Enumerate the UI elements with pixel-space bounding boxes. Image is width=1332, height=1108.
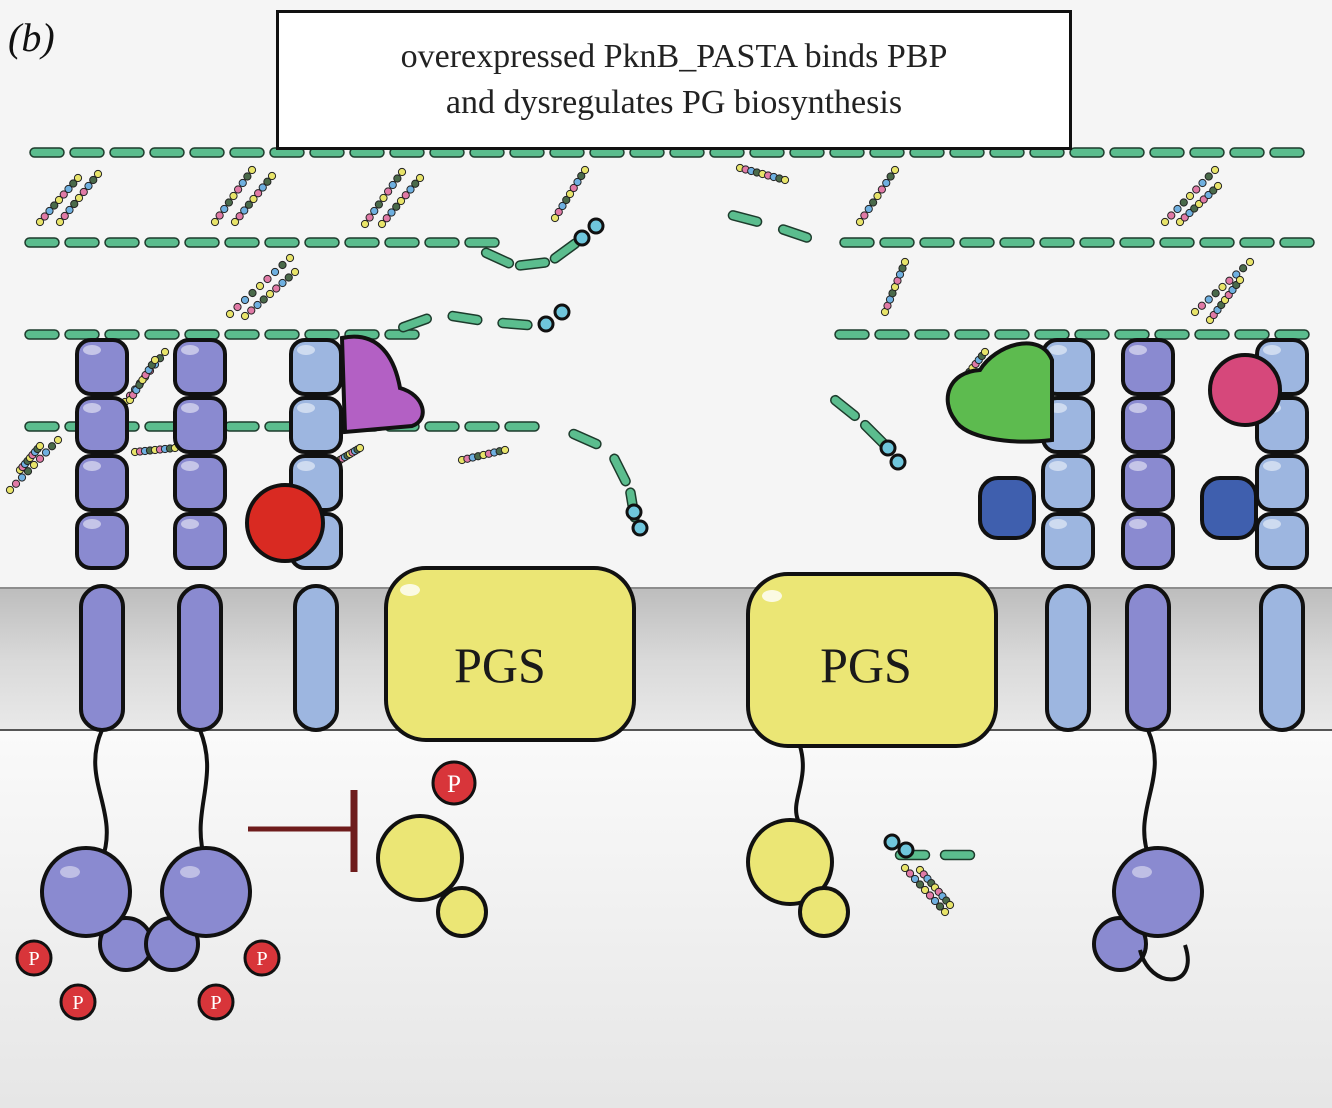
pknb-transmembrane-helix bbox=[177, 584, 223, 732]
peptide-chain bbox=[230, 171, 277, 227]
peptide-chain bbox=[5, 435, 63, 495]
peptide-chain bbox=[360, 167, 407, 229]
phosphate-k1-bottom: P bbox=[59, 983, 97, 1021]
linker-1 bbox=[93, 729, 109, 861]
pasta-column-4 bbox=[1041, 338, 1095, 732]
pgs-domain-right-large bbox=[746, 818, 834, 906]
pknb-transmembrane-helix bbox=[1259, 584, 1305, 732]
peptide-chain bbox=[125, 355, 160, 405]
pasta-column-1 bbox=[75, 338, 129, 732]
pknb-transmembrane-helix bbox=[1125, 584, 1171, 732]
peptide-chain bbox=[55, 169, 103, 227]
pknb-transmembrane-helix bbox=[1045, 584, 1091, 732]
peptide-chain bbox=[855, 165, 900, 227]
peptide-chain bbox=[35, 173, 83, 227]
pgs-protein-left bbox=[384, 566, 636, 742]
linker-2 bbox=[198, 729, 210, 861]
phosphate-k1-left: P bbox=[15, 939, 53, 977]
bound-block-1 bbox=[978, 476, 1036, 540]
glycan-strand-2-right bbox=[839, 237, 1315, 248]
pbp-purple bbox=[339, 334, 425, 435]
peptide-chain bbox=[915, 865, 955, 910]
peptide-chain bbox=[225, 253, 295, 319]
peptide-chain bbox=[1190, 257, 1255, 317]
pknb-transmembrane-helix bbox=[79, 584, 125, 732]
peptide-chain bbox=[1205, 275, 1245, 325]
phosphate-groups: P P P P P bbox=[15, 760, 477, 1021]
peptide-chain bbox=[457, 445, 510, 465]
kinase-domain-2 bbox=[144, 846, 252, 972]
pgs-domain-right-small bbox=[798, 886, 850, 938]
kinase-domain-1 bbox=[40, 846, 154, 972]
pasta-column-2 bbox=[173, 338, 227, 732]
phosphate-k2-bottom: P bbox=[197, 983, 235, 1021]
pg-synthase-proteins bbox=[376, 566, 998, 938]
phosphate-pgs: P bbox=[431, 760, 477, 806]
peptide-chain bbox=[210, 165, 257, 227]
linker-6 bbox=[1142, 729, 1157, 861]
peptide-chain bbox=[1160, 165, 1220, 227]
title-line-2: and dysregulates PG biosynthesis bbox=[445, 84, 903, 121]
glycan-strand-3-right bbox=[834, 329, 1310, 340]
pgs-domain-left-small bbox=[436, 886, 488, 938]
kinase-loop-6 bbox=[1138, 944, 1190, 982]
glycan-strands bbox=[24, 147, 1315, 861]
peptide-chain bbox=[735, 163, 790, 185]
title-line-1: overexpressed PknB_PASTA binds PBP bbox=[400, 38, 948, 75]
phosphate-label: P bbox=[28, 948, 39, 970]
peptide-chain bbox=[550, 165, 590, 223]
peptide-chain bbox=[880, 257, 910, 317]
glycan-strand-3-free bbox=[397, 310, 533, 333]
pbp-green bbox=[945, 341, 1054, 444]
phosphate-label: P bbox=[72, 992, 83, 1014]
glycan-strand-2-left bbox=[24, 237, 500, 248]
title-box: overexpressed PknB_PASTA binds PBP and d… bbox=[276, 10, 1072, 150]
glycan-strand-2-broken bbox=[727, 210, 813, 243]
peptide-chain bbox=[377, 173, 425, 229]
bound-block-2 bbox=[1200, 476, 1258, 540]
phosphate-label: P bbox=[256, 948, 267, 970]
peptide-crosslinks bbox=[5, 163, 1255, 917]
peptide-chain bbox=[900, 863, 950, 917]
phosphate-label: P bbox=[210, 992, 221, 1014]
peptide-chain bbox=[1175, 181, 1223, 227]
glycan-strand-2-bend bbox=[480, 238, 581, 271]
phosphate-k2-right: P bbox=[243, 939, 281, 977]
peptide-chain bbox=[15, 441, 45, 475]
pgs-domain-left-large bbox=[376, 814, 464, 902]
pgs-label-left: PGS bbox=[454, 637, 546, 693]
panel-label: (b) bbox=[8, 15, 55, 60]
pgs-protein-right bbox=[746, 572, 998, 748]
phosphate-label: P bbox=[447, 771, 461, 798]
pgs-label-right: PGS bbox=[820, 637, 912, 693]
ligand-pink-sphere bbox=[1208, 353, 1282, 427]
pasta-column-6 bbox=[1255, 338, 1309, 732]
pgs-linker-right bbox=[794, 745, 805, 821]
ligand-red-sphere bbox=[245, 483, 325, 563]
peptide-chain bbox=[240, 267, 300, 321]
glycan-strand-4-broken bbox=[829, 394, 889, 449]
pknb-transmembrane-helix bbox=[293, 584, 339, 732]
pasta-column-5 bbox=[1121, 338, 1175, 732]
glycan-strand-3-left bbox=[24, 329, 420, 340]
pknb-pasta-proteins bbox=[40, 334, 1309, 982]
glycan-strand-top bbox=[29, 147, 1305, 158]
inhibition-arrow bbox=[248, 790, 358, 872]
kinase-domain-6 bbox=[1092, 846, 1204, 972]
